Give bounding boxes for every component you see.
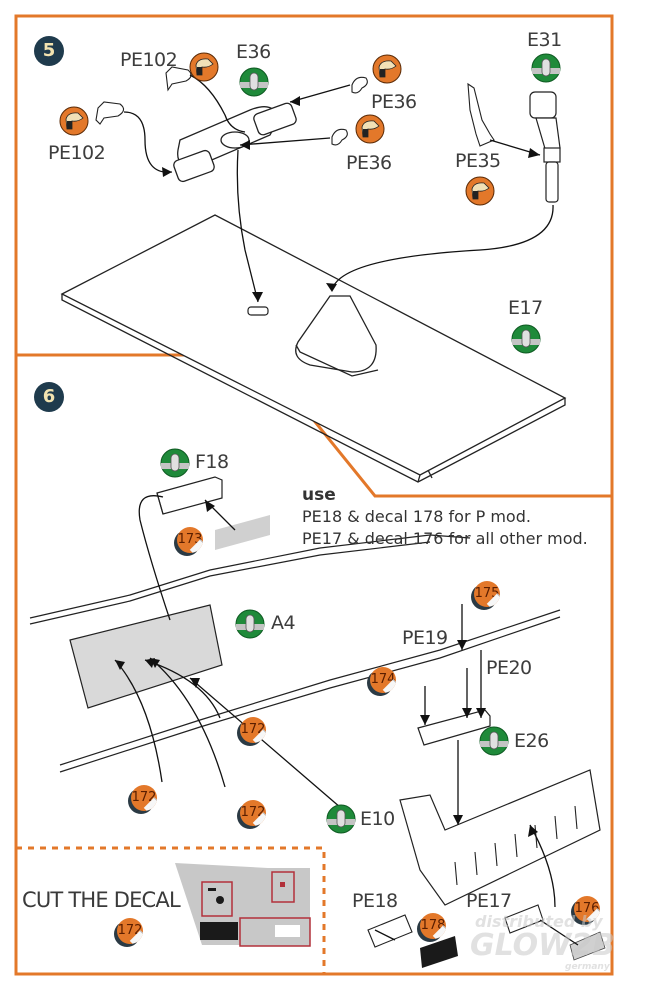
pe17-plate [504,904,544,934]
step-5-arrowheads [162,96,540,302]
cockpit-side-wall [29,534,561,773]
part-label-pe17: PE17 [466,890,512,912]
control-stick-e31 [529,91,561,203]
part-label-e17: E17 [508,297,543,319]
part-label-pe36: PE36 [371,91,417,113]
decal-badge-174: 174 [370,667,396,693]
pe102-pieces [95,66,192,125]
decal-178-preview [420,936,458,968]
watermark-brand: GLOW2B [470,928,616,963]
variant-note: use PE18 & decal 178 for P mod. PE17 & d… [302,484,588,550]
step-5-arrows [123,74,554,303]
part-label-e31: E31 [527,29,562,51]
watermark-country: germany [565,962,610,972]
watermark-distributed-by: distributed by [475,912,603,931]
part-label-pe36: PE36 [346,152,392,174]
pe35-piece [467,82,495,147]
step-6-badge: 6 [34,382,64,412]
floor-slot [247,306,269,316]
decal-176-preview [569,931,606,961]
cut-decal-label: CUT THE DECAL [22,888,181,912]
part-e26 [417,709,491,746]
step-5-frame [14,14,614,498]
decal-badge-176: 176 [574,896,600,922]
part-label-pe19: PE19 [402,627,448,649]
note-heading: use [302,485,336,505]
note-line-other-mod: PE17 & decal 176 for all other mod. [302,529,588,548]
part-e10 [399,769,601,906]
decal-badge-172: 172 [131,785,157,811]
pedals-assembly [173,102,297,183]
part-label-e26: E26 [514,730,549,752]
decal-badge-172: 172 [240,800,266,826]
decal-badge-178: 178 [420,913,446,939]
decal-badge-175: 175 [474,581,500,607]
pe36-pieces [331,76,368,146]
part-label-e10: E10 [360,808,395,830]
part-label-a4: A4 [271,612,296,634]
part-label-pe18: PE18 [352,890,398,912]
pe18-plate [367,914,413,948]
part-label-pe102: PE102 [48,142,106,164]
part-label-pe102: PE102 [120,49,178,71]
decal-172-cut-guide [175,863,311,947]
decal-173-preview [215,515,270,550]
decal-badge-173: 173 [177,527,203,553]
panel-f18 [156,476,223,515]
step-6-frame [14,355,614,976]
decal-badge-172: 172 [240,717,266,743]
decal-badge-172: 172 [117,918,143,944]
part-label-f18: F18 [195,451,229,473]
part-label-e36: E36 [236,41,271,63]
step-6-arrowheads [115,500,538,837]
note-line-p-mod: PE18 & decal 178 for P mod. [302,507,531,526]
part-label-pe20: PE20 [486,657,532,679]
part-label-pe35: PE35 [455,150,501,172]
control-stick-base [295,295,379,377]
step-5-badge: 5 [34,36,64,66]
